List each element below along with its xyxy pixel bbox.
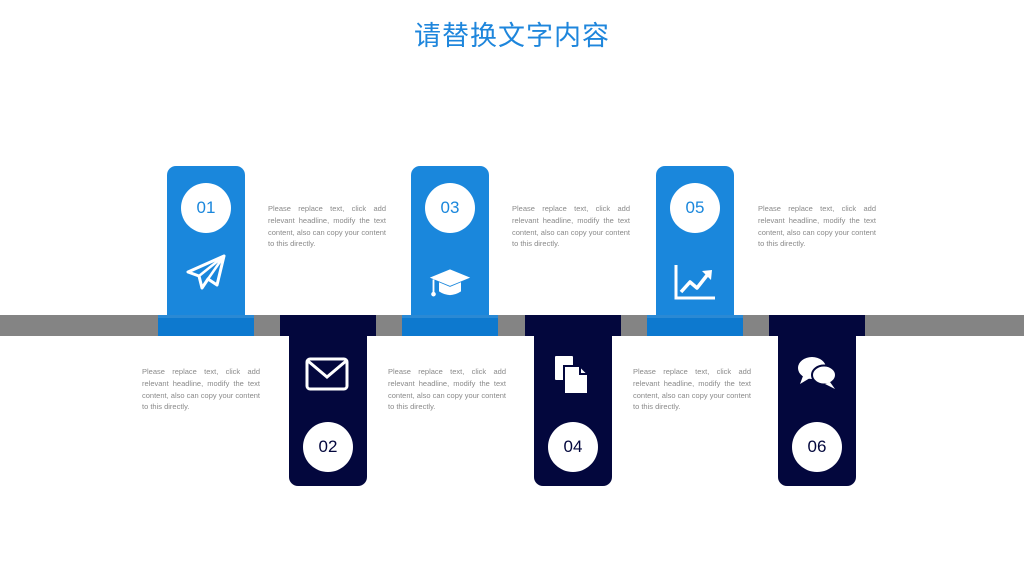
- step-5-band: [647, 315, 743, 336]
- step-3-band: [402, 315, 498, 336]
- paper-plane-icon: [184, 252, 228, 292]
- line-chart-icon: [673, 262, 717, 302]
- step-5-number: 05: [670, 183, 720, 233]
- step-1-description: Please replace text, click add relevant …: [268, 204, 386, 249]
- chat-bubbles-icon: [795, 352, 839, 392]
- step-4-description: Please replace text, click add relevant …: [388, 367, 506, 412]
- timeline-bar: [0, 315, 1024, 336]
- step-5-description: Please replace text, click add relevant …: [758, 204, 876, 249]
- step-6-description: Please replace text, click add relevant …: [633, 367, 751, 412]
- step-1-number: 01: [181, 183, 231, 233]
- step-1-band: [158, 315, 254, 336]
- step-4-number: 04: [548, 422, 598, 472]
- step-3-description: Please replace text, click add relevant …: [512, 204, 630, 249]
- step-3-number: 03: [425, 183, 475, 233]
- page-title: 请替换文字内容: [414, 21, 610, 52]
- envelope-icon: [305, 354, 349, 394]
- step-6-number: 06: [792, 422, 842, 472]
- documents-icon: [550, 355, 594, 395]
- graduation-cap-icon: [428, 265, 472, 305]
- step-2-description: Please replace text, click add relevant …: [142, 367, 260, 412]
- step-2-number: 02: [303, 422, 353, 472]
